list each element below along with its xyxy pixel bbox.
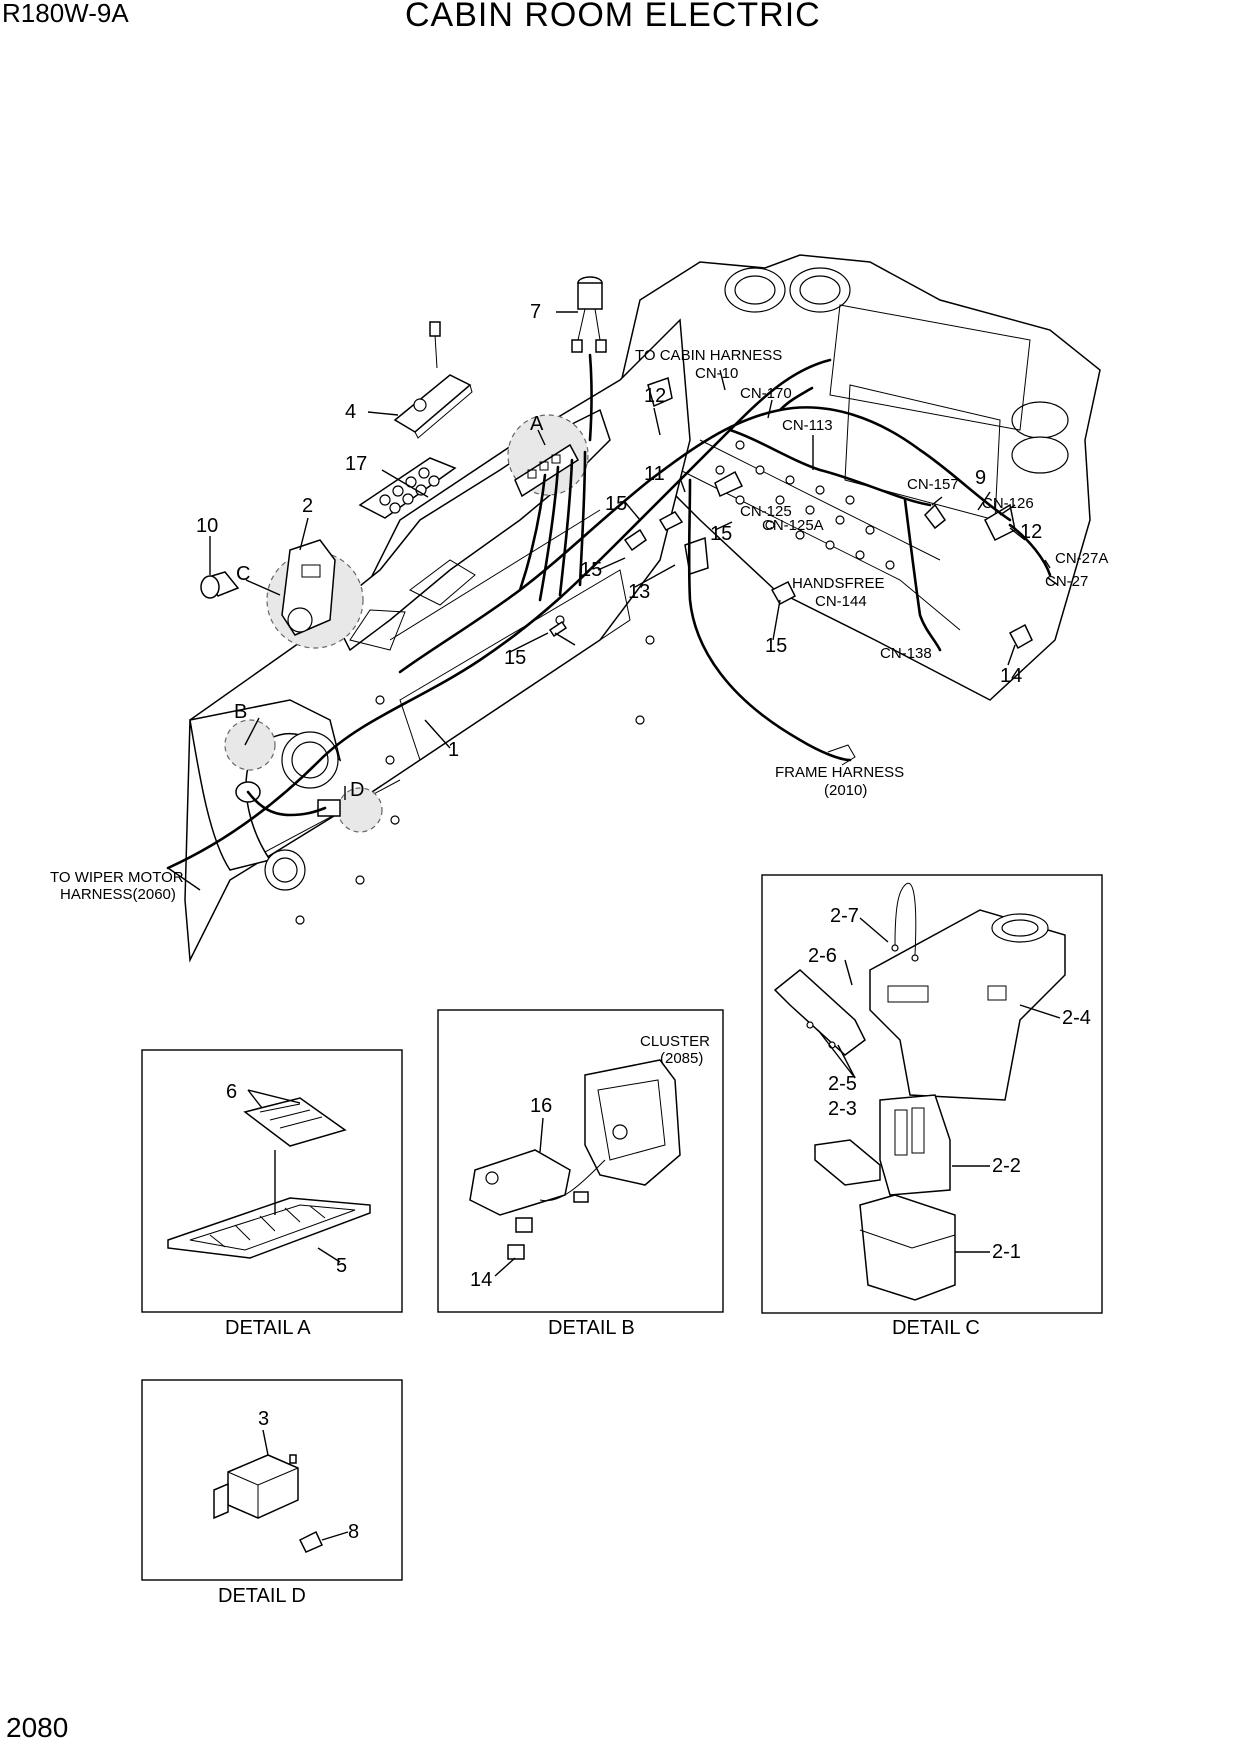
- detail-marker-b: B: [234, 701, 247, 723]
- callout-2-4: 2-4: [1062, 1007, 1091, 1029]
- callout-14: 14: [1000, 665, 1022, 687]
- switch-panel-a: [514, 443, 579, 498]
- connector-cn-125: CN-125: [740, 503, 792, 520]
- panel-bolt-holes: [295, 615, 655, 925]
- note-cluster-ref: (2085): [660, 1050, 703, 1067]
- note-frame-harness: FRAME HARNESS: [775, 764, 904, 781]
- connector-cn-170: CN-170: [740, 385, 792, 402]
- callout-2-1: 2-1: [992, 1241, 1021, 1263]
- detail-a-panel: 6 5 DETAIL A: [141, 1049, 403, 1339]
- callout-7: 7: [530, 301, 541, 323]
- connector-cn-27a: CN-27A: [1055, 550, 1108, 567]
- callout-2-5: 2-5: [828, 1073, 857, 1095]
- note-to-cabin-harness: TO CABIN HARNESS: [635, 347, 782, 364]
- switch-box-4: [393, 321, 473, 439]
- detail-marker-a: A: [530, 413, 544, 435]
- detail-b-caption: DETAIL B: [548, 1317, 635, 1339]
- callout-4: 4: [345, 401, 356, 423]
- callout-5: 5: [336, 1255, 347, 1277]
- callout-14: 14: [470, 1269, 492, 1291]
- callout-12: 12: [1020, 521, 1042, 543]
- left-console-panel: [184, 318, 691, 963]
- connector-handsfree: HANDSFREE: [792, 575, 885, 592]
- detail-d-zone: [337, 787, 383, 833]
- wiring-harness: [166, 353, 1052, 870]
- callout-6: 6: [226, 1081, 237, 1103]
- model-label: R180W-9A: [2, 0, 129, 28]
- detail-b-zone: [224, 719, 276, 771]
- callout-8: 8: [348, 1521, 359, 1543]
- fasteners: [548, 377, 1033, 650]
- callout-2-2: 2-2: [992, 1155, 1021, 1177]
- key-switch-7: [571, 276, 607, 353]
- callout-16: 16: [530, 1095, 552, 1117]
- console-box-2: [281, 539, 336, 636]
- floor-hole-pattern: [715, 440, 895, 570]
- relay-d: [317, 799, 341, 817]
- connector-cn-138: CN-138: [880, 645, 932, 662]
- page-title: CABIN ROOM ELECTRIC: [405, 0, 821, 34]
- note-to-wiper-motor: TO WIPER MOTOR: [50, 869, 184, 886]
- note-cluster: CLUSTER: [640, 1033, 710, 1050]
- lighter-10: [200, 571, 240, 599]
- callout-2-7: 2-7: [830, 905, 859, 927]
- callout-15: 15: [504, 647, 526, 669]
- connector-cn-10: CN-10: [695, 365, 738, 382]
- connector-cn-144: CN-144: [815, 593, 867, 610]
- callout-2-6: 2-6: [808, 945, 837, 967]
- callout-11: 11: [644, 463, 665, 485]
- connector-cn-157: CN-157: [907, 476, 959, 493]
- main-labels: 7 4 17 2 10 C A B D 1 12 11 15 15 13 15 …: [50, 301, 1108, 903]
- callout-15: 15: [605, 493, 627, 515]
- callout-1: 1: [448, 739, 459, 761]
- callout-17: 17: [345, 453, 367, 475]
- connector-cn-113: CN-113: [782, 417, 833, 434]
- callout-15: 15: [710, 523, 732, 545]
- detail-a-caption: DETAIL A: [225, 1317, 311, 1339]
- connector-cn-125a: CN-125A: [762, 517, 824, 534]
- callout-2-3: 2-3: [828, 1098, 857, 1120]
- detail-d-panel: 3 8 DETAIL D: [141, 1379, 403, 1607]
- detail-c-caption: DETAIL C: [892, 1317, 980, 1339]
- page-number: 2080: [6, 1712, 69, 1743]
- connector-cn-126: CN-126: [982, 495, 1034, 512]
- detail-c-panel: 2-7 2-6 2-4 2-5 2-3 2-2 2-1 DETAIL C: [761, 874, 1103, 1339]
- callout-15: 15: [580, 559, 602, 581]
- cabin-floor-assembly: [609, 254, 1101, 701]
- callout-13: 13: [628, 581, 650, 603]
- callout-2: 2: [302, 495, 313, 517]
- leader-lines: [167, 311, 1059, 891]
- connector-cn-27: CN-27: [1045, 573, 1088, 590]
- callout-9: 9: [975, 467, 986, 489]
- detail-d-caption: DETAIL D: [218, 1585, 306, 1607]
- callout-15: 15: [765, 635, 787, 657]
- callout-10: 10: [196, 515, 218, 537]
- detail-marker-d: D: [350, 779, 364, 801]
- detail-b-panel: 16 14 CLUSTER (2085) DETAIL B: [437, 1009, 724, 1339]
- note-frame-harness-ref: (2010): [824, 782, 867, 799]
- callout-12: 12: [644, 385, 666, 407]
- detail-marker-c: C: [236, 563, 250, 585]
- callout-3: 3: [258, 1408, 269, 1430]
- note-wiper-harness-ref: HARNESS(2060): [60, 886, 176, 903]
